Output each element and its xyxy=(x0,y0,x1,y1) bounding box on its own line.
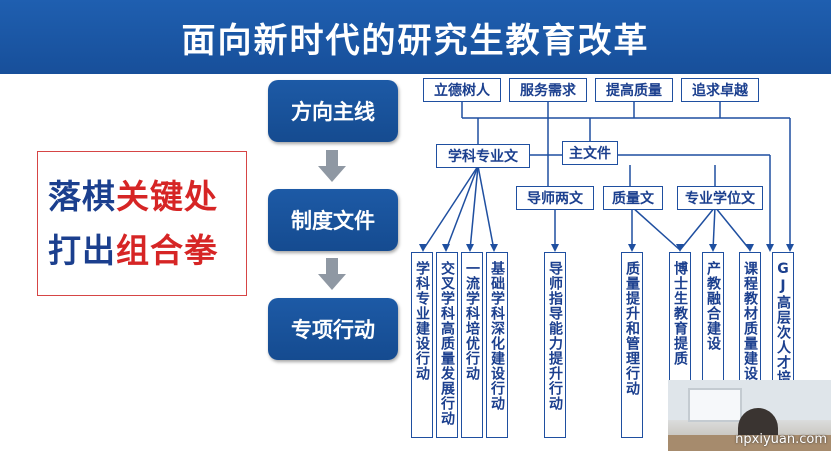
action-label: 产教融合建设 xyxy=(705,261,721,351)
action-discipline-construction: 学科专业建设行动 xyxy=(411,252,433,438)
stage-direction: 方向主线 xyxy=(268,80,398,142)
webcam-overlay: npxiyuan.com xyxy=(668,380,831,451)
webcam-desk xyxy=(668,435,831,451)
slogan-line-2-part-b: 组合拳 xyxy=(116,230,218,270)
down-arrow-icon xyxy=(318,150,346,182)
stage-actions: 专项行动 xyxy=(268,298,398,360)
doc-quality: 质量文 xyxy=(603,186,663,210)
action-basic-discipline: 基础学科深化建设行动 xyxy=(486,252,508,438)
doc-professional: 专业学位文 xyxy=(677,186,763,210)
principle-serve-needs: 服务需求 xyxy=(509,78,587,102)
webcam-window xyxy=(688,388,742,422)
action-interdisciplinary: 交叉学科高质量发展行动 xyxy=(436,252,458,438)
action-first-class: 一流学科培优行动 xyxy=(461,252,483,438)
doc-discipline: 学科专业文 xyxy=(436,144,530,168)
action-label: 课程教材质量建设 xyxy=(742,261,758,381)
page-title: 面向新时代的研究生教育改革 xyxy=(181,20,650,61)
down-arrow-icon xyxy=(318,258,346,290)
slogan-line-2: 打出组合拳 xyxy=(48,224,246,278)
slogan-line-2-part-a: 打出 xyxy=(48,230,116,270)
action-label: 交叉学科高质量发展行动 xyxy=(439,261,455,426)
action-label: 学科专业建设行动 xyxy=(414,261,430,381)
watermark-text: npxiyuan.com xyxy=(735,432,827,447)
action-label: 质量提升和管理行动 xyxy=(624,261,640,396)
doc-main: 主文件 xyxy=(562,141,618,165)
principle-improve-quality: 提高质量 xyxy=(595,78,673,102)
slogan-box: 落棋关键处 打出组合拳 xyxy=(37,151,247,296)
slogan-line-1: 落棋关键处 xyxy=(48,170,246,224)
action-label: 基础学科深化建设行动 xyxy=(489,261,505,411)
principle-pursue-excellence: 追求卓越 xyxy=(681,78,759,102)
slogan-line-1-part-b: 关键处 xyxy=(116,176,218,216)
principle-moral-education: 立德树人 xyxy=(423,78,501,102)
action-label: 导师指导能力提升行动 xyxy=(547,261,563,411)
slogan-line-1-part-a: 落棋 xyxy=(48,176,116,216)
action-supervisor-ability: 导师指导能力提升行动 xyxy=(544,252,566,438)
action-label: 一流学科培优行动 xyxy=(464,261,480,381)
action-label: 博士生教育提质 xyxy=(672,261,688,366)
action-quality-management: 质量提升和管理行动 xyxy=(621,252,643,438)
action-label: GJ高层次人才培养 xyxy=(775,261,791,400)
stage-documents: 制度文件 xyxy=(268,189,398,251)
doc-supervisor: 导师两文 xyxy=(516,186,594,210)
title-bar: 面向新时代的研究生教育改革 xyxy=(0,0,831,74)
